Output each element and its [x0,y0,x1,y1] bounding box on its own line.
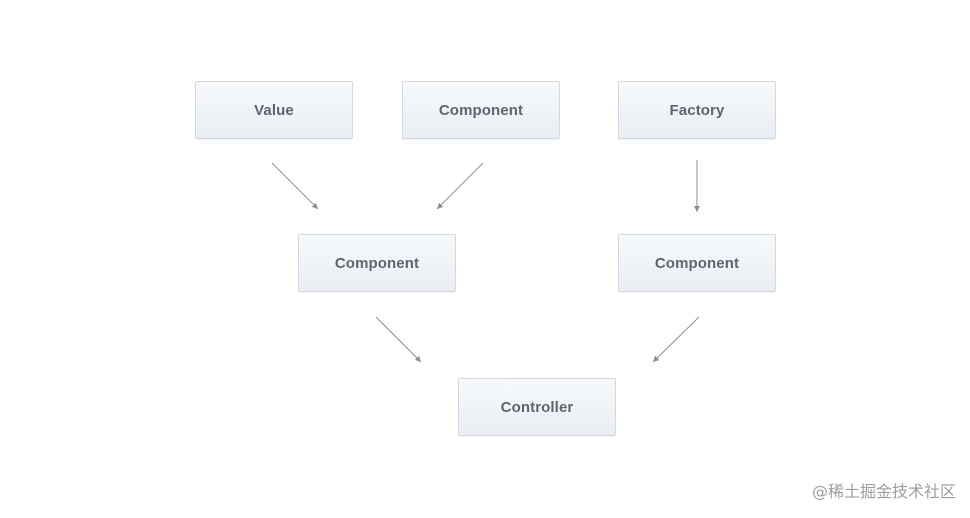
node-value-label: Value [254,101,294,119]
watermark: @稀土掘金技术社区 [811,482,956,501]
node-value: Value [195,81,353,139]
node-component-top-label: Component [438,101,524,119]
node-component-mid-left-label: Component [334,254,420,272]
edge-component-mid-right-to-controller [652,316,700,363]
node-factory: Factory [618,81,776,139]
edge-component-mid-left-to-controller [375,316,422,363]
edge-value-to-component-mid-left [271,162,319,210]
node-component-top: Component [402,81,560,139]
node-component-mid-left: Component [298,234,456,292]
node-factory-label: Factory [669,101,725,119]
node-component-mid-right-label: Component [654,254,740,272]
node-controller-label: Controller [500,398,574,416]
edge-component-top-to-component-mid-left [436,162,484,210]
node-controller: Controller [458,378,616,436]
node-component-mid-right: Component [618,234,776,292]
